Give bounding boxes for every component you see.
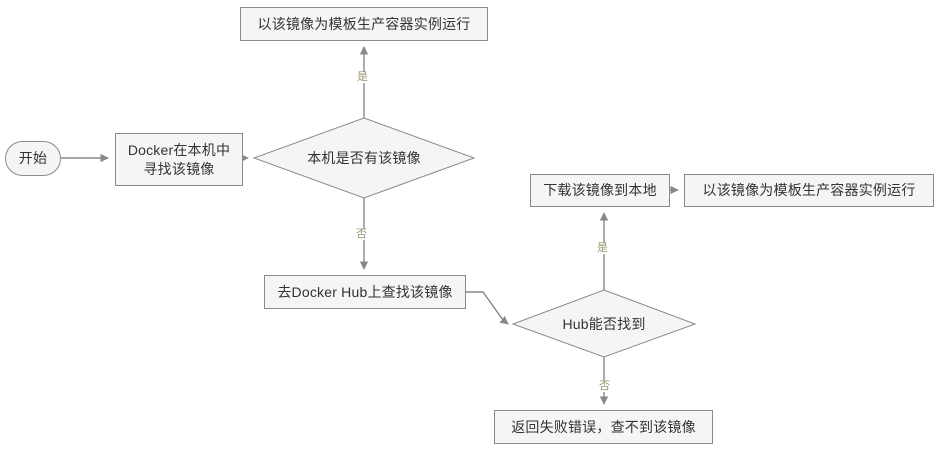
edge-label-local-yes: 是 xyxy=(356,71,369,83)
node-run-container-hub[interactable]: 以该镜像为模板生产容器实例运行 xyxy=(684,174,934,207)
edge-search-hub-to-hub-decision xyxy=(466,291,509,325)
node-search-docker-hub[interactable]: 去Docker Hub上查找该镜像 xyxy=(264,275,466,309)
edge-label-local-no: 否 xyxy=(355,228,368,240)
decision-shape-hub-found xyxy=(511,289,697,358)
node-fail-error[interactable]: 返回失败错误，查不到该镜像 xyxy=(494,410,713,444)
edge-label-hub-no: 否 xyxy=(598,380,611,392)
decision-shape-has-local-image xyxy=(252,117,476,199)
node-download-image[interactable]: 下载该镜像到本地 xyxy=(530,174,670,207)
edge-label-hub-yes: 是 xyxy=(596,242,609,254)
node-search-local-image[interactable]: Docker在本机中 寻找该镜像 xyxy=(115,133,243,186)
node-run-container-local[interactable]: 以该镜像为模板生产容器实例运行 xyxy=(240,7,488,41)
node-start[interactable]: 开始 xyxy=(5,141,61,176)
